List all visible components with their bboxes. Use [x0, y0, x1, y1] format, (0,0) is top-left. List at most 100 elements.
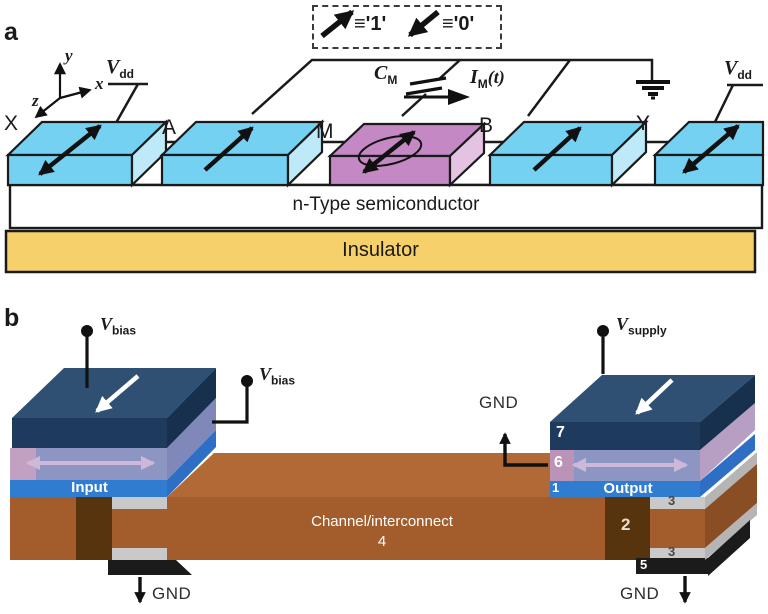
vdd-left-label: Vdd [106, 56, 134, 81]
output-via-dark [605, 497, 650, 560]
magnet-m-front [328, 154, 452, 187]
capacitor-symbol [405, 76, 447, 96]
coordinate-axes [34, 62, 92, 119]
layer-1-label: 1 [552, 480, 560, 495]
capacitor-base: C [374, 62, 388, 84]
output-free-layer-left-edge [550, 450, 574, 481]
legend-state1-label: ≡'1' [354, 13, 387, 35]
input-magnet-top [12, 368, 216, 418]
gnd-right-label: GND [620, 584, 660, 603]
input-magnet-side [167, 368, 216, 448]
magnet-m [327, 121, 487, 188]
current-sub: M [477, 77, 488, 91]
vbias-side-terminal-dot [241, 375, 253, 387]
wires-panel-a [108, 58, 763, 131]
semiconductor-front-face [8, 183, 764, 230]
b-magnet-wire [527, 59, 571, 117]
vbias-top-terminal-dot [81, 325, 93, 337]
gnd-mid-wire-arrow [499, 432, 548, 467]
magnet-b-spin-arrow [532, 126, 582, 172]
current-arrow [404, 89, 470, 105]
vdd-right-sub: dd [737, 68, 753, 82]
panel-b-label: b [4, 304, 20, 332]
magnet-b-front [488, 153, 614, 187]
current-base: I [470, 66, 478, 88]
legend-box [312, 5, 502, 49]
insulator-box [4, 229, 757, 274]
vbias-side-label: Vbias [259, 364, 295, 388]
z-axis-arrow [34, 97, 61, 119]
magnet-x [5, 119, 169, 188]
ground-symbol-a [636, 80, 670, 100]
terminals-panel-b [81, 325, 691, 604]
input-via-dark [76, 497, 112, 560]
vsupply-sub: supply [628, 323, 667, 338]
magnet-b [487, 119, 649, 188]
vbias-top-sub: bias [112, 323, 137, 338]
input-spacer-top [112, 497, 167, 509]
magnet-y [652, 120, 765, 187]
vdd-right-wire [712, 84, 735, 125]
x-axis-arrow [59, 86, 92, 100]
layer-2-label: 2 [621, 515, 631, 534]
layer-7-label: 7 [556, 424, 565, 441]
output-channel-layer-front [550, 481, 700, 497]
legend-state1-arrow [320, 9, 355, 39]
input-label: Input [71, 479, 108, 496]
capacitor-sub: M [387, 73, 398, 87]
output-column-brown-side [705, 464, 757, 548]
vbias-top-base: V [100, 314, 113, 334]
magnet-x-front [6, 153, 134, 187]
output-label: Output [603, 480, 653, 497]
z-axis-label: z [32, 91, 39, 110]
channel-label-line1: Channel/interconnect [311, 513, 453, 530]
vdd-right-base: V [724, 57, 738, 79]
magnet-m-spin-arrow [362, 130, 416, 174]
layer-3-bottom-label: 3 [668, 544, 676, 559]
vbias-top-label: Vbias [100, 314, 136, 338]
vsupply-base: V [616, 314, 629, 334]
output-stack [550, 375, 755, 497]
vbias-side-sub: bias [271, 373, 296, 388]
layer-6-label: 6 [554, 454, 563, 471]
magnet-y-front [653, 153, 765, 187]
magnet-x-spin-arrow [38, 124, 102, 176]
magnet-y-label: Y [636, 112, 651, 135]
top-bus-wire [251, 58, 654, 115]
insulator-label: Insulator [342, 239, 419, 261]
output-free-layer-side [700, 403, 755, 481]
magnet-b-side [610, 119, 648, 188]
output-magnetization-arrow [635, 378, 674, 415]
input-ground-contact [108, 560, 192, 575]
gnd-left-label: GND [152, 584, 192, 603]
output-spacer-bottom-side [705, 503, 757, 560]
magnet-a [159, 119, 325, 188]
cm-wire-upper [437, 59, 461, 81]
output-magnet-side [700, 375, 755, 450]
vdd-left-sub: dd [119, 67, 135, 81]
vsupply-label: Vsupply [616, 314, 667, 338]
vdd-right-label: Vdd [724, 57, 752, 82]
input-stack [10, 368, 216, 497]
magnet-a-spin-arrow [203, 126, 254, 172]
magnet-m-label: M [316, 120, 334, 143]
current-label: IM(t) [470, 66, 505, 91]
output-ground-contact [636, 558, 708, 574]
magnet-a-front [160, 153, 290, 187]
output-spacer-bottom [650, 548, 705, 560]
panel-a-label: a [4, 18, 18, 46]
magnet-b-label: B [479, 114, 494, 137]
output-column-brown [650, 509, 705, 548]
layer-5-label: 5 [640, 557, 648, 572]
current-suffix: (t) [487, 67, 505, 87]
input-channel-layer-front [10, 480, 167, 497]
magnet-a-side [286, 119, 324, 188]
layer-3-top-label: 3 [668, 493, 676, 508]
legend-state0-label: ≡'0' [442, 13, 475, 35]
channel-label-line2: 4 [377, 533, 387, 550]
y-axis-label: y [65, 46, 73, 65]
x-axis-label: x [95, 74, 104, 93]
output-magnet-front [550, 422, 700, 450]
